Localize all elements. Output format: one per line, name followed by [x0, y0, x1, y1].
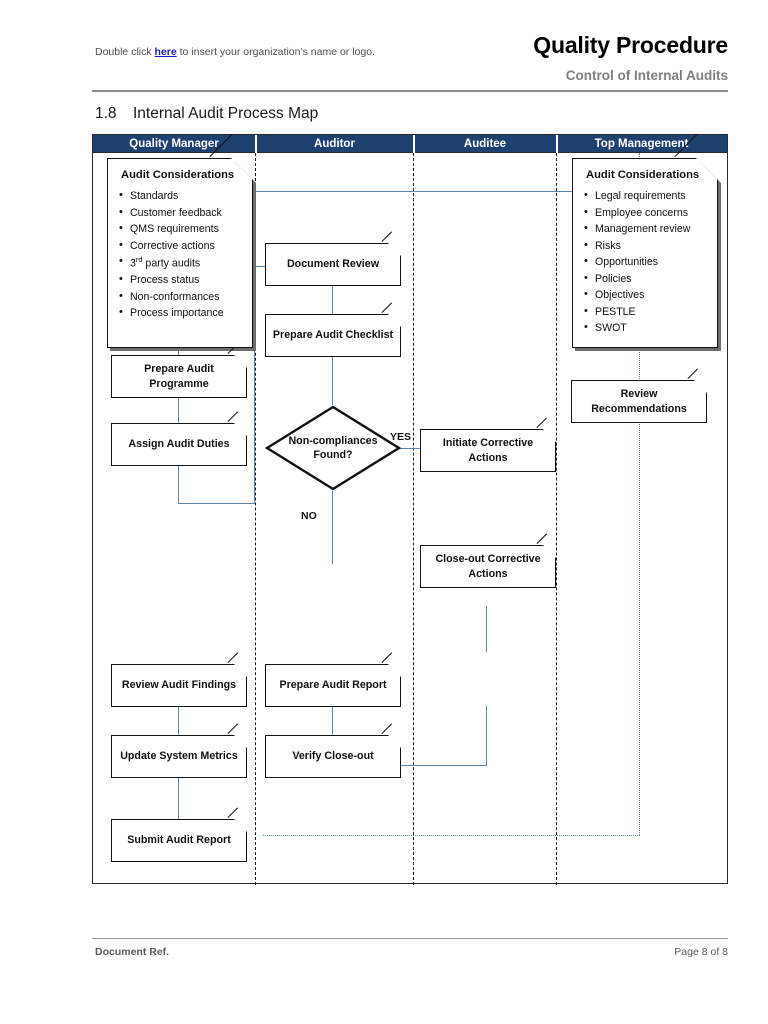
connector-findings-to-metrics	[178, 707, 180, 747]
note-list-left: Standards Customer feedback QMS requirem…	[119, 187, 243, 322]
process-label: Assign Audit Duties	[128, 438, 230, 451]
process-label: Document Review	[286, 258, 380, 271]
insert-logo-link[interactable]: here	[154, 46, 177, 58]
decision-non-compliances-found[interactable]: Non-compliances Found?	[265, 405, 401, 491]
process-prepare-audit-programme[interactable]: Prepare Audit Programme	[111, 343, 247, 398]
section-heading: 1.8 Internal Audit Process Map	[95, 105, 318, 123]
connector-checklist-to-decision	[332, 357, 334, 405]
process-label: Close-out Corrective Actions	[435, 553, 541, 580]
lane-divider-3	[556, 153, 557, 885]
logo-hint-pre: Double click	[95, 46, 155, 58]
note-item: Standards	[119, 187, 243, 205]
lane-header-separator-2	[413, 135, 415, 153]
note-item: Corrective actions	[119, 237, 243, 255]
note-item: QMS requirements	[119, 220, 243, 238]
connector-programme-to-duties	[178, 398, 180, 424]
process-label: Update System Metrics	[120, 750, 238, 763]
connector-decision-no-down	[332, 491, 334, 564]
note-item: Process status	[119, 271, 243, 289]
process-map: Quality Manager Auditor Auditee Top Mana…	[92, 134, 728, 885]
process-submit-audit-report[interactable]: Submit Audit Report	[111, 807, 247, 862]
connector-submit-to-review-vertical	[639, 247, 640, 835]
decision-label-line2: Found?	[313, 449, 353, 461]
footer-divider	[92, 938, 728, 940]
process-label: Prepare Audit Checklist	[272, 329, 394, 342]
section-title: Internal Audit Process Map	[133, 105, 319, 122]
flow-label-no: NO	[301, 510, 317, 522]
connector-initiate-to-closeout	[486, 606, 488, 652]
connector-closeout-to-verify	[399, 765, 487, 767]
process-label: Verify Close-out	[292, 750, 374, 763]
lane-divider-2	[413, 153, 414, 885]
note-item: Opportunities	[584, 253, 708, 271]
flow-label-yes: YES	[390, 431, 412, 443]
note-item: PESTLE	[584, 303, 708, 321]
lane-header-separator-1	[255, 135, 257, 153]
lane-header-top-management: Top Management	[594, 138, 689, 150]
note-title-left: Audit Considerations	[121, 169, 235, 181]
lane-header-separator-3	[556, 135, 558, 153]
logo-placeholder-hint: Double click here to insert your organiz…	[95, 45, 415, 60]
footer-document-ref: Document Ref.	[95, 946, 170, 958]
process-initiate-corrective-actions[interactable]: Initiate Corrective Actions	[420, 417, 556, 472]
process-document-review[interactable]: Document Review	[265, 231, 401, 286]
note-item: SWOT	[584, 319, 708, 337]
connector-considerations-link	[179, 191, 572, 193]
header-divider	[92, 90, 728, 92]
document-title: Quality Procedure	[533, 32, 728, 58]
logo-hint-post: to insert your organization’s name or lo…	[176, 46, 375, 58]
section-number: 1.8	[95, 105, 117, 122]
process-label: Review Audit Findings	[121, 679, 237, 692]
process-label: Prepare Audit Report	[279, 679, 387, 692]
connector-docreview-to-checklist	[332, 286, 334, 323]
connector-closeout-down	[486, 706, 488, 766]
note-item-3rd-party: 3rd party audits	[119, 253, 243, 272]
lane-header-auditee: Auditee	[463, 138, 507, 150]
process-prepare-audit-report[interactable]: Prepare Audit Report	[265, 652, 401, 707]
note-list-right: Legal requirements Employee concerns Man…	[584, 187, 708, 337]
process-verify-close-out[interactable]: Verify Close-out	[265, 723, 401, 778]
note-item: Policies	[584, 270, 708, 288]
process-label: Submit Audit Report	[127, 834, 231, 847]
note-title-right: Audit Considerations	[586, 169, 700, 181]
note-item: Objectives	[584, 286, 708, 304]
note-item: Management review	[584, 220, 708, 238]
process-label: Review Recommendations	[591, 388, 687, 415]
process-prepare-audit-checklist[interactable]: Prepare Audit Checklist	[265, 302, 401, 357]
process-label: Prepare Audit Programme	[144, 363, 214, 390]
document-subtitle: Control of Internal Audits	[565, 68, 728, 83]
note-item: Employee concerns	[584, 204, 708, 222]
lane-divider-1	[255, 153, 256, 885]
footer-page-number: Page 8 of 8	[674, 946, 728, 958]
connector-report-to-verify	[332, 707, 334, 748]
lane-header-row: Quality Manager Auditor Auditee Top Mana…	[93, 135, 727, 153]
note-item: Risks	[584, 237, 708, 255]
connector-auditor-lane-spine	[254, 266, 256, 504]
process-review-recommendations[interactable]: Review Recommendations	[571, 368, 707, 423]
process-close-out-corrective-actions[interactable]: Close-out Corrective Actions	[420, 533, 556, 588]
process-review-audit-findings[interactable]: Review Audit Findings	[111, 652, 247, 707]
process-label: Initiate Corrective Actions	[442, 437, 534, 464]
lane-header-auditor: Auditor	[314, 138, 355, 150]
diamond-shape-icon	[265, 405, 401, 491]
decision-label-line1: Non-compliances	[288, 434, 378, 447]
process-update-system-metrics[interactable]: Update System Metrics	[111, 723, 247, 778]
connector-duties-to-auditor	[178, 503, 255, 505]
note-audit-considerations-quality-manager: Audit Considerations Standards Customer …	[107, 134, 253, 348]
connector-duties-down	[178, 466, 180, 504]
lane-header-quality-manager: Quality Manager	[129, 138, 219, 150]
page-header: Double click here to insert your organiz…	[0, 0, 768, 92]
note-item: Non-conformances	[119, 288, 243, 306]
connector-into-document-review	[254, 266, 266, 268]
decision-label: Non-compliances Found?	[265, 405, 401, 491]
note-audit-considerations-top-management: Audit Considerations Legal requirements …	[572, 134, 718, 348]
connector-submit-to-review-horizontal	[263, 835, 640, 836]
connector-metrics-to-submit	[178, 778, 180, 821]
note-item: Customer feedback	[119, 204, 243, 222]
note-item: Process importance	[119, 304, 243, 322]
process-assign-audit-duties[interactable]: Assign Audit Duties	[111, 411, 247, 466]
note-item: Legal requirements	[584, 187, 708, 205]
